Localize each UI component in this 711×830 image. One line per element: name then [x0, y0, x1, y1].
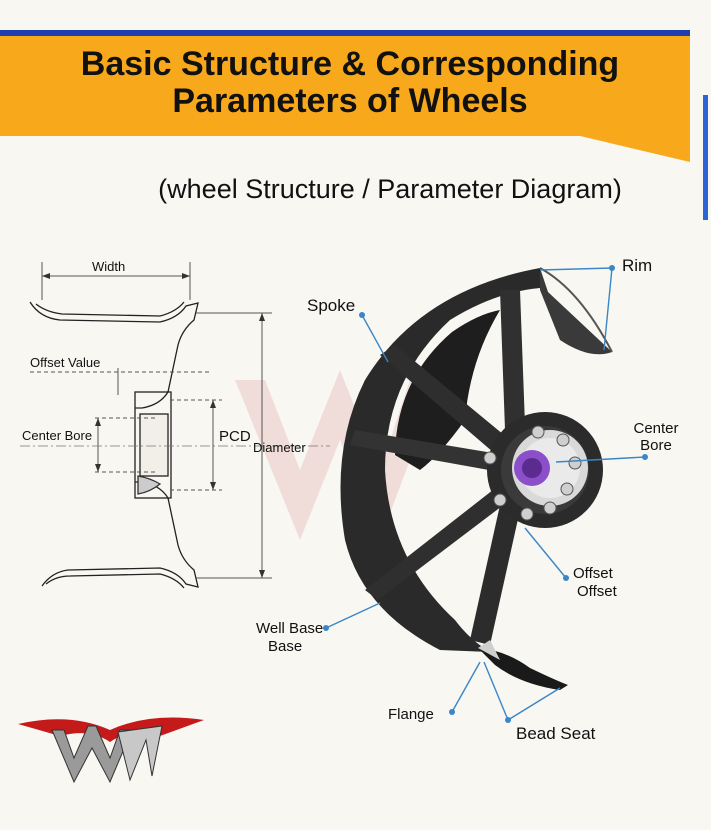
- diameter-label: Diameter: [253, 440, 306, 455]
- watermark: [235, 370, 440, 540]
- pcd-label: PCD: [219, 428, 251, 445]
- well-base-callout-line1: Well Base: [256, 620, 324, 637]
- header-banner: Basic Structure & Corresponding Paramete…: [0, 0, 711, 175]
- offset-value-label: Offset Value: [30, 355, 101, 370]
- spoke-upper: [500, 290, 525, 430]
- rim-callout-label: Rim: [622, 256, 653, 275]
- wheel-cutaway: [340, 267, 613, 690]
- page-subtitle: (wheel Structure / Parameter Diagram): [158, 174, 622, 204]
- brand-logo-mark: [18, 717, 204, 784]
- spoke-bottom: [470, 505, 520, 645]
- bead-seat-callout-label: Bead Seat: [516, 724, 596, 743]
- flange-callout-label: Flange: [388, 706, 434, 723]
- banner-background: [0, 36, 690, 136]
- edge-accent-bar: [703, 95, 708, 220]
- callout-dots: [323, 265, 648, 723]
- spoke-left: [380, 345, 510, 458]
- spoke-mid: [350, 430, 505, 472]
- wheel-rim-shell: [340, 268, 540, 652]
- offset-callout-line1: Offset: [573, 565, 613, 582]
- width-label: Width: [92, 259, 126, 274]
- banner-tail: [555, 130, 690, 162]
- center-bore-label: Center Bore: [22, 428, 93, 443]
- offset-callout-line2: Offset: [577, 583, 617, 600]
- flange-shape: [478, 648, 568, 690]
- center-bore-callout-line1: Center: [633, 420, 679, 437]
- page-title: Basic Structure & Corresponding Paramete…: [80, 45, 620, 120]
- center-bore-callout-line2: Bore: [640, 437, 672, 454]
- spoke-callout-label: Spoke: [307, 296, 356, 315]
- spoke-lower: [365, 486, 510, 600]
- well-base-callout-line2: Base: [268, 638, 303, 655]
- cross-section-drawing: [20, 262, 330, 589]
- banner-accent-bar: [0, 30, 690, 38]
